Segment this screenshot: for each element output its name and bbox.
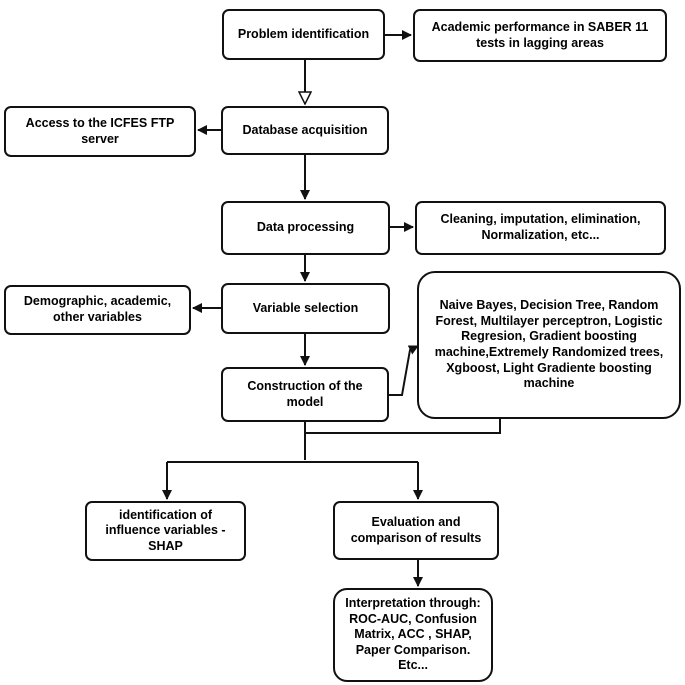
node-models-list: Naive Bayes, Decision Tree, Random Fores… [417, 271, 681, 419]
node-variable-selection: Variable selection [221, 283, 390, 334]
edge-construction-to-models [389, 345, 419, 396]
node-problem-identification: Problem identification [222, 9, 385, 60]
node-database-acquisition: Database acquisition [221, 106, 389, 155]
edge-models-return [305, 418, 501, 434]
node-icfes-access-label: Access to the ICFES FTP server [25, 115, 175, 146]
node-evaluation-label: Evaluation and comparison of results [350, 514, 482, 545]
node-cleaning: Cleaning, imputation, elimination, Norma… [415, 201, 666, 255]
node-construction-model-label: Construction of the model [247, 378, 363, 409]
node-problem-identification-label: Problem identification [237, 26, 370, 41]
node-academic-performance: Academic performance in SABER 11 tests i… [413, 9, 667, 62]
node-data-processing-label: Data processing [256, 220, 355, 235]
node-evaluation: Evaluation and comparison of results [333, 501, 499, 560]
node-cleaning-label: Cleaning, imputation, elimination, Norma… [440, 212, 641, 242]
node-interpretation: Interpretation through: ROC-AUC, Confusi… [333, 588, 493, 682]
node-influence-variables: identification of influence variables - … [85, 501, 246, 561]
node-database-acquisition-label: Database acquisition [242, 122, 368, 137]
node-interpretation-label: Interpretation through: ROC-AUC, Confusi… [345, 595, 481, 673]
node-demographic-variables-label: Demographic, academic, other variables [23, 294, 172, 324]
node-demographic-variables: Demographic, academic, other variables [4, 285, 191, 335]
node-construction-model: Construction of the model [221, 367, 389, 422]
node-influence-variables-label: identification of influence variables - … [105, 507, 226, 553]
node-models-list-label: Naive Bayes, Decision Tree, Random Fores… [434, 298, 664, 391]
node-data-processing: Data processing [221, 201, 390, 255]
node-academic-performance-label: Academic performance in SABER 11 tests i… [431, 19, 649, 50]
node-icfes-access: Access to the ICFES FTP server [4, 106, 196, 157]
node-variable-selection-label: Variable selection [252, 300, 359, 315]
